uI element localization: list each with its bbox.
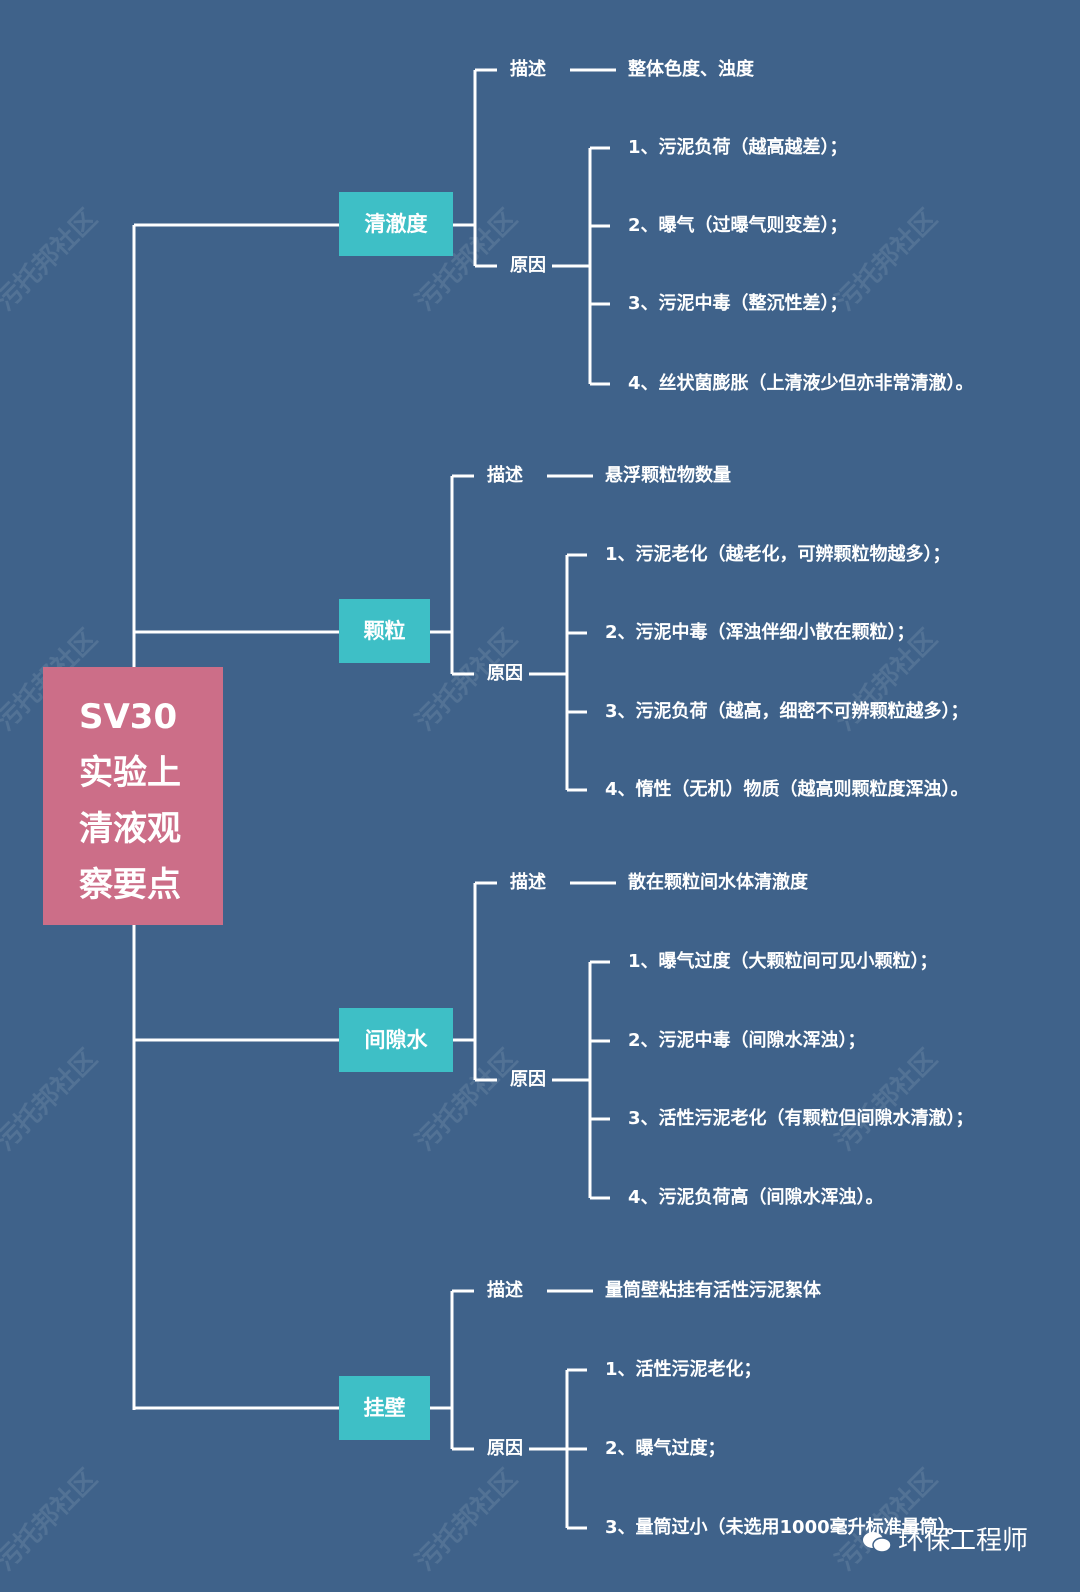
brand-name: 环保工程师 [898, 1526, 1029, 1556]
reason-item: 3、活性污泥老化（有颗粒但间隙水清澈）； [628, 1108, 974, 1129]
desc-label: 描述 [510, 59, 546, 80]
reason-item: 3、污泥中毒（整沉性差）； [628, 293, 848, 314]
reason-item: 3、污泥负荷（越高，细密不可辨颗粒越多）； [605, 701, 969, 722]
root-line: 清液观 [79, 809, 181, 849]
reason-item: 2、污泥中毒（浑浊伴细小散在颗粒）； [605, 622, 915, 643]
branch-node-wall-adhesion: 挂壁 [339, 1376, 430, 1440]
wechat-icon [863, 1532, 892, 1553]
reason-item: 2、曝气过度； [605, 1438, 726, 1459]
reason-item: 1、污泥负荷（越高越差）； [628, 137, 848, 158]
root-line: SV30 [79, 697, 178, 737]
desc-text: 整体色度、浊度 [628, 59, 754, 80]
reason-item: 1、活性污泥老化； [605, 1359, 762, 1380]
branch-node-particles: 颗粒 [339, 599, 430, 663]
desc-text: 散在颗粒间水体清澈度 [628, 872, 808, 893]
reason-item: 1、曝气过度（大颗粒间可见小颗粒）； [628, 951, 938, 972]
desc-label: 描述 [487, 465, 523, 486]
reason-label: 原因 [487, 1438, 523, 1459]
reason-item: 4、污泥负荷高（间隙水浑浊）。 [628, 1187, 884, 1208]
reason-label: 原因 [510, 1069, 546, 1090]
desc-label: 描述 [510, 872, 546, 893]
reason-item: 4、丝状菌膨胀（上清液少但亦非常清澈）。 [628, 373, 974, 394]
branch-node-interstitial-water: 间隙水 [339, 1008, 453, 1072]
root-line: 实验上 [79, 753, 181, 793]
reason-label: 原因 [510, 255, 546, 276]
branch-node-clarity: 清澈度 [339, 192, 453, 256]
reason-item: 2、污泥中毒（间隙水浑浊）； [628, 1030, 866, 1051]
root-line: 察要点 [79, 865, 181, 905]
reason-item: 2、曝气（过曝气则变差）； [628, 215, 848, 236]
desc-label: 描述 [487, 1280, 523, 1301]
desc-text: 量筒壁粘挂有活性污泥絮体 [605, 1280, 821, 1301]
root-node: SV30 实验上 清液观 察要点 [43, 667, 223, 925]
reason-item: 4、惰性（无机）物质（越高则颗粒度浑浊）。 [605, 779, 969, 800]
reason-label: 原因 [487, 663, 523, 684]
desc-text: 悬浮颗粒物数量 [605, 465, 731, 486]
reason-item: 1、污泥老化（越老化，可辨颗粒物越多）； [605, 544, 951, 565]
